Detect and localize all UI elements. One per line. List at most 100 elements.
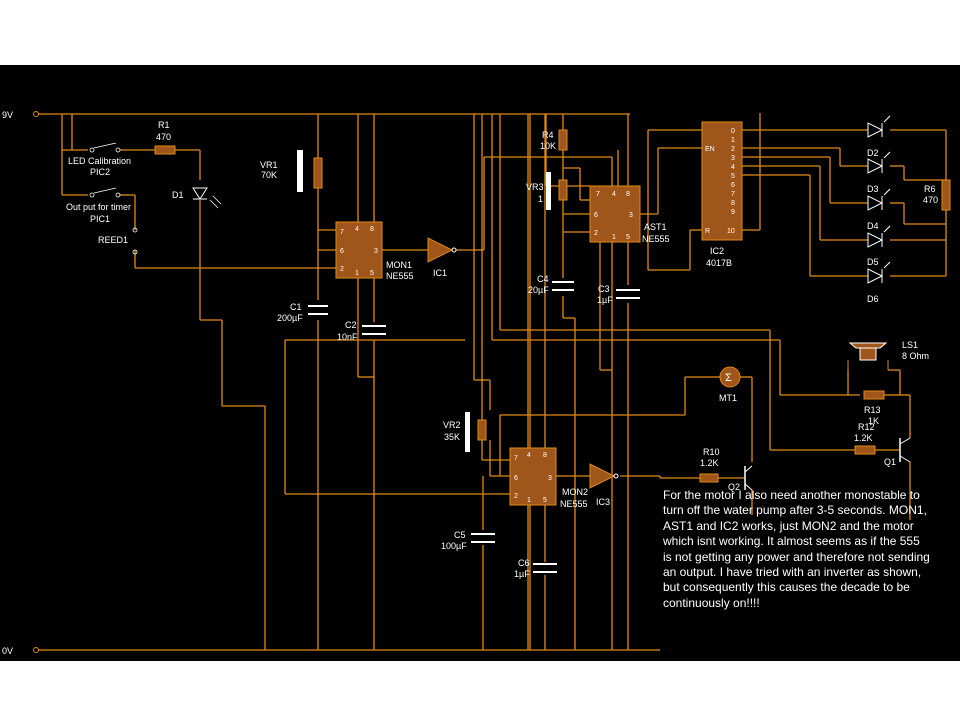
vr3-value: 1 (538, 194, 543, 204)
svg-text:2: 2 (594, 230, 598, 237)
component-labels: 9V 0V R1 470 LED Calibration PIC2 Out pu… (2, 110, 938, 656)
capacitor-c5 (471, 533, 495, 543)
transistor-q2 (744, 465, 753, 491)
diode-d1 (192, 187, 222, 209)
svg-text:1: 1 (731, 137, 735, 144)
wires (38, 113, 947, 651)
inverter-ic3 (589, 463, 619, 489)
reed-switch (132, 227, 138, 255)
r12-value: 1.2K (854, 433, 873, 443)
q1-label: Q1 (884, 457, 896, 467)
svg-text:3: 3 (629, 212, 633, 219)
r1-value: 470 (156, 132, 171, 142)
r4-value: 10K (540, 141, 556, 151)
c2-label: C2 (345, 320, 357, 330)
ic3-label: IC3 (596, 497, 610, 507)
svg-text:7: 7 (596, 191, 600, 198)
schematic-canvas (0, 65, 960, 661)
vcc-terminal (33, 111, 39, 117)
svg-text:3: 3 (548, 475, 552, 482)
resistor-r12 (854, 445, 876, 455)
svg-text:1: 1 (527, 497, 531, 504)
pic2-label: PIC2 (90, 167, 110, 177)
mon2-label: MON2 (562, 487, 588, 497)
svg-text:4: 4 (612, 191, 616, 198)
ls1-value: 8 Ohm (902, 351, 929, 361)
chip-mon2 (509, 447, 557, 506)
ic1-label: IC1 (433, 268, 447, 278)
gnd-label: 0V (2, 646, 13, 656)
c5-label: C5 (454, 530, 466, 540)
c6-value: 1µF (514, 569, 530, 579)
motor-mt1: Σ (719, 366, 741, 388)
r13-value: 1K (868, 416, 879, 426)
svg-text:6: 6 (731, 182, 735, 189)
pot-vr2 (465, 412, 487, 452)
svg-text:6: 6 (514, 475, 518, 482)
reed1-label: REED1 (98, 235, 128, 245)
chip-ic2-4017 (701, 121, 743, 241)
svg-text:6: 6 (594, 212, 598, 219)
d6-label: D6 (867, 294, 879, 304)
pin-labels: 7 4 8 6 3 2 1 5 7 4 8 6 3 2 1 5 7 4 8 6 … (340, 128, 735, 504)
vr3-label: VR3 (526, 182, 544, 192)
c3-label: C3 (598, 284, 610, 294)
chip-mon1 (335, 221, 383, 279)
svg-text:5: 5 (731, 173, 735, 180)
svg-text:4: 4 (355, 226, 359, 233)
inverter-ic1 (427, 237, 457, 263)
svg-text:3: 3 (374, 248, 378, 255)
svg-text:9: 9 (731, 209, 735, 216)
c2-value: 10nF (337, 332, 358, 342)
ast1-chip: NE555 (642, 234, 670, 244)
led-cal-label: LED Calibration (68, 156, 131, 166)
vr2-value: 35K (444, 432, 460, 442)
svg-text:7: 7 (340, 229, 344, 236)
d3-label: D3 (867, 184, 879, 194)
svg-text:5: 5 (626, 234, 630, 241)
mon2-chip: NE555 (560, 499, 588, 509)
resistor-r10 (699, 473, 719, 483)
svg-text:EN: EN (705, 146, 715, 153)
ic2-label: IC2 (710, 246, 724, 256)
c4-value: 20µF (528, 285, 549, 295)
svg-text:R: R (705, 228, 710, 235)
svg-text:4: 4 (731, 164, 735, 171)
resistor-r13 (863, 390, 885, 400)
r12-label: R12 (858, 422, 875, 432)
r4-label: R4 (542, 130, 554, 140)
svg-text:10: 10 (727, 228, 735, 235)
svg-text:3: 3 (731, 155, 735, 162)
c5-value: 100µF (441, 541, 467, 551)
d2-label: D2 (867, 148, 879, 158)
mt1-label: MT1 (719, 393, 737, 403)
r10-label: R10 (703, 447, 720, 457)
vr2-label: VR2 (443, 420, 461, 430)
resistor-r1 (154, 145, 176, 155)
capacitor-c3 (616, 289, 640, 299)
c4-label: C4 (537, 274, 549, 284)
d1-label: D1 (172, 190, 184, 200)
svg-text:0: 0 (731, 128, 735, 135)
c6-label: C6 (518, 558, 530, 568)
svg-text:5: 5 (370, 270, 374, 277)
capacitor-c2 (362, 325, 386, 335)
svg-text:1: 1 (355, 270, 359, 277)
svg-text:2: 2 (340, 266, 344, 273)
vr1-label: VR1 (260, 160, 278, 170)
c1-value: 200µF (277, 313, 303, 323)
vr1-value: 70K (261, 170, 277, 180)
pic1-label: PIC1 (90, 214, 110, 224)
switch-pic2 (89, 142, 121, 153)
ic2-chip: 4017B (706, 258, 732, 268)
resistor-r6 (941, 179, 951, 211)
mon1-label: MON1 (386, 260, 412, 270)
svg-text:Σ: Σ (725, 372, 732, 384)
chip-ast1 (589, 185, 641, 243)
r13-label: R13 (864, 405, 881, 415)
c1-label: C1 (290, 302, 302, 312)
ast1-label: AST1 (644, 222, 667, 232)
pot-vr1 (297, 150, 323, 192)
d4-label: D4 (867, 221, 879, 231)
